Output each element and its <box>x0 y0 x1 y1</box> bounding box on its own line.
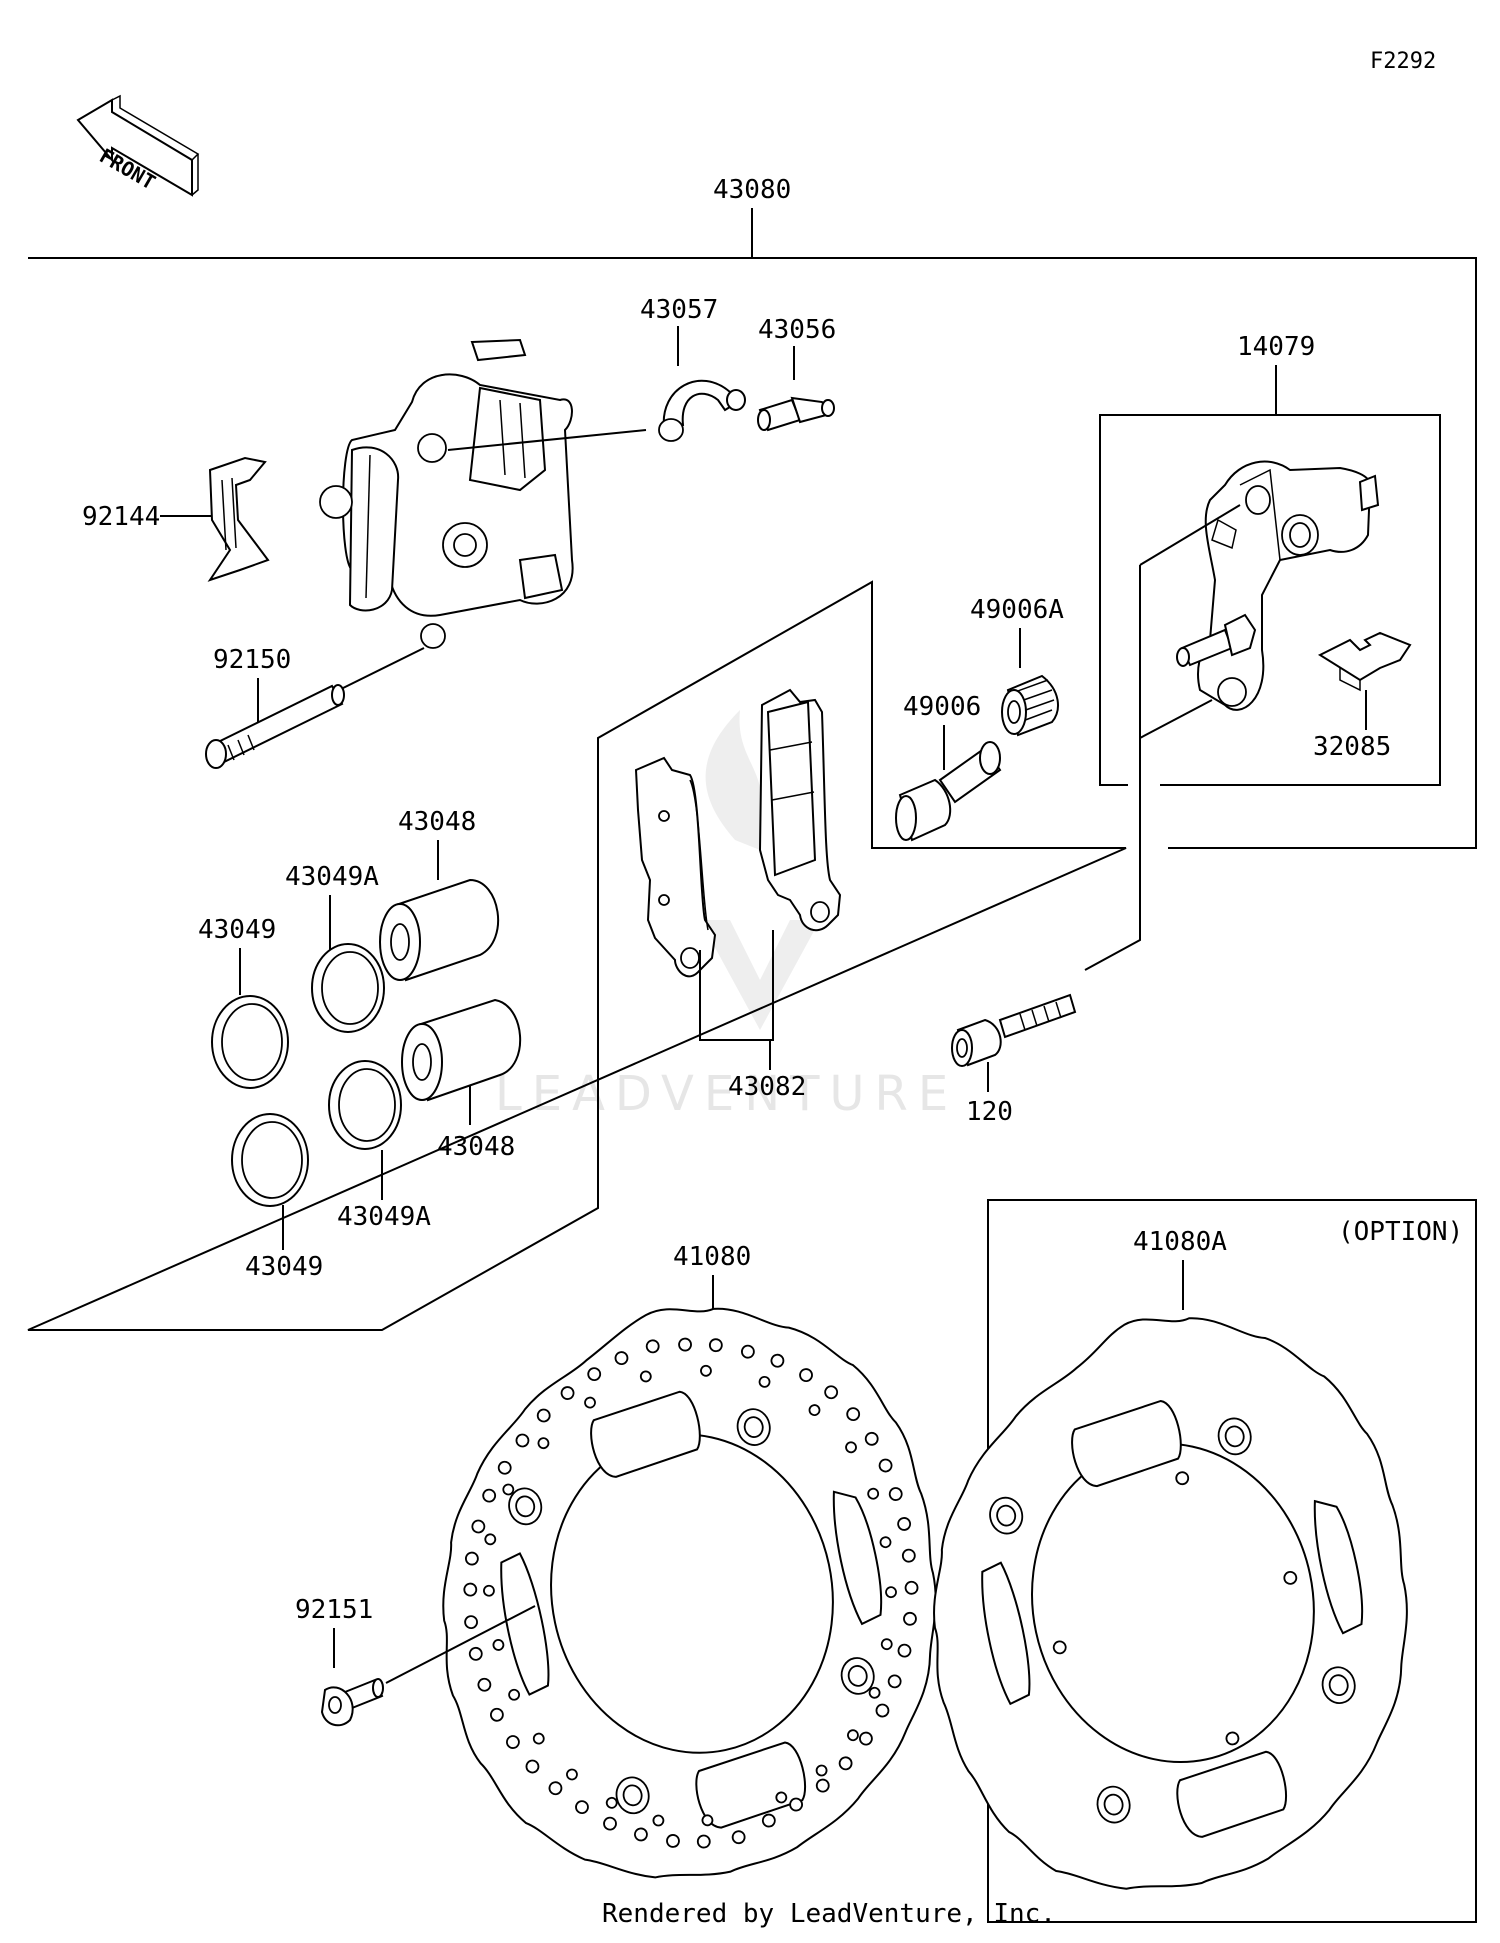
label-43049A-top: 43049A <box>285 862 379 892</box>
bleeder-valve <box>757 396 835 432</box>
label-92151: 92151 <box>295 1595 373 1625</box>
pad-pin <box>205 684 345 769</box>
pad-retainer-plate <box>1317 631 1412 692</box>
piston-seal-upper-a <box>311 943 385 1033</box>
front-arrow-icon: FRONT <box>76 94 200 197</box>
dust-seal-lower <box>231 1113 309 1207</box>
label-43049-top: 43049 <box>198 915 276 945</box>
label-32085: 32085 <box>1313 732 1391 762</box>
mounting-bolt <box>951 993 1077 1067</box>
footer-credit: Rendered by LeadVenture, Inc. <box>602 1899 1056 1929</box>
watermark-text: LEADVENTURE <box>495 1066 958 1122</box>
diagram-code: F2292 <box>1370 49 1436 74</box>
label-92144: 92144 <box>82 502 160 532</box>
label-41080A: 41080A <box>1133 1227 1227 1257</box>
pad-spring <box>207 456 270 582</box>
piston-seal-lower-a <box>328 1060 402 1150</box>
disc-vent-holes <box>463 1337 919 1849</box>
caliper-assembly-frame <box>27 257 1477 1331</box>
label-43048-bottom: 43048 <box>437 1132 515 1162</box>
label-43049-bottom: 43049 <box>245 1252 323 1282</box>
label-14079: 14079 <box>1237 332 1315 362</box>
label-43082: 43082 <box>728 1072 806 1102</box>
brake-disc-option <box>933 1317 1408 1890</box>
brake-disc-standard <box>442 1307 937 1879</box>
label-120: 120 <box>966 1097 1013 1127</box>
watermark: LEADVENTURE <box>495 710 958 1122</box>
label-41080: 41080 <box>673 1242 751 1272</box>
label-43080: 43080 <box>713 175 791 205</box>
label-43048-top: 43048 <box>398 807 476 837</box>
disc-bolt <box>320 1678 384 1727</box>
slide-pin <box>895 741 1002 842</box>
bleeder-cap-clip <box>658 379 746 442</box>
rubber-boot <box>1001 674 1059 737</box>
caliper-bracket <box>1176 460 1380 711</box>
label-49006A: 49006A <box>970 595 1064 625</box>
bracket-subframe <box>1099 414 1441 786</box>
option-label: (OPTION) <box>1338 1217 1463 1247</box>
dust-seal-upper <box>211 995 289 1089</box>
label-43049A-bottom: 43049A <box>337 1202 431 1232</box>
label-43056: 43056 <box>758 315 836 345</box>
piston-lower <box>401 998 521 1102</box>
piston-upper <box>379 878 500 982</box>
label-92150: 92150 <box>213 645 291 675</box>
brake-pad-right <box>758 688 842 932</box>
brake-pad-left <box>634 756 717 978</box>
label-49006: 49006 <box>903 692 981 722</box>
brake-caliper <box>319 338 574 649</box>
label-43057: 43057 <box>640 295 718 325</box>
